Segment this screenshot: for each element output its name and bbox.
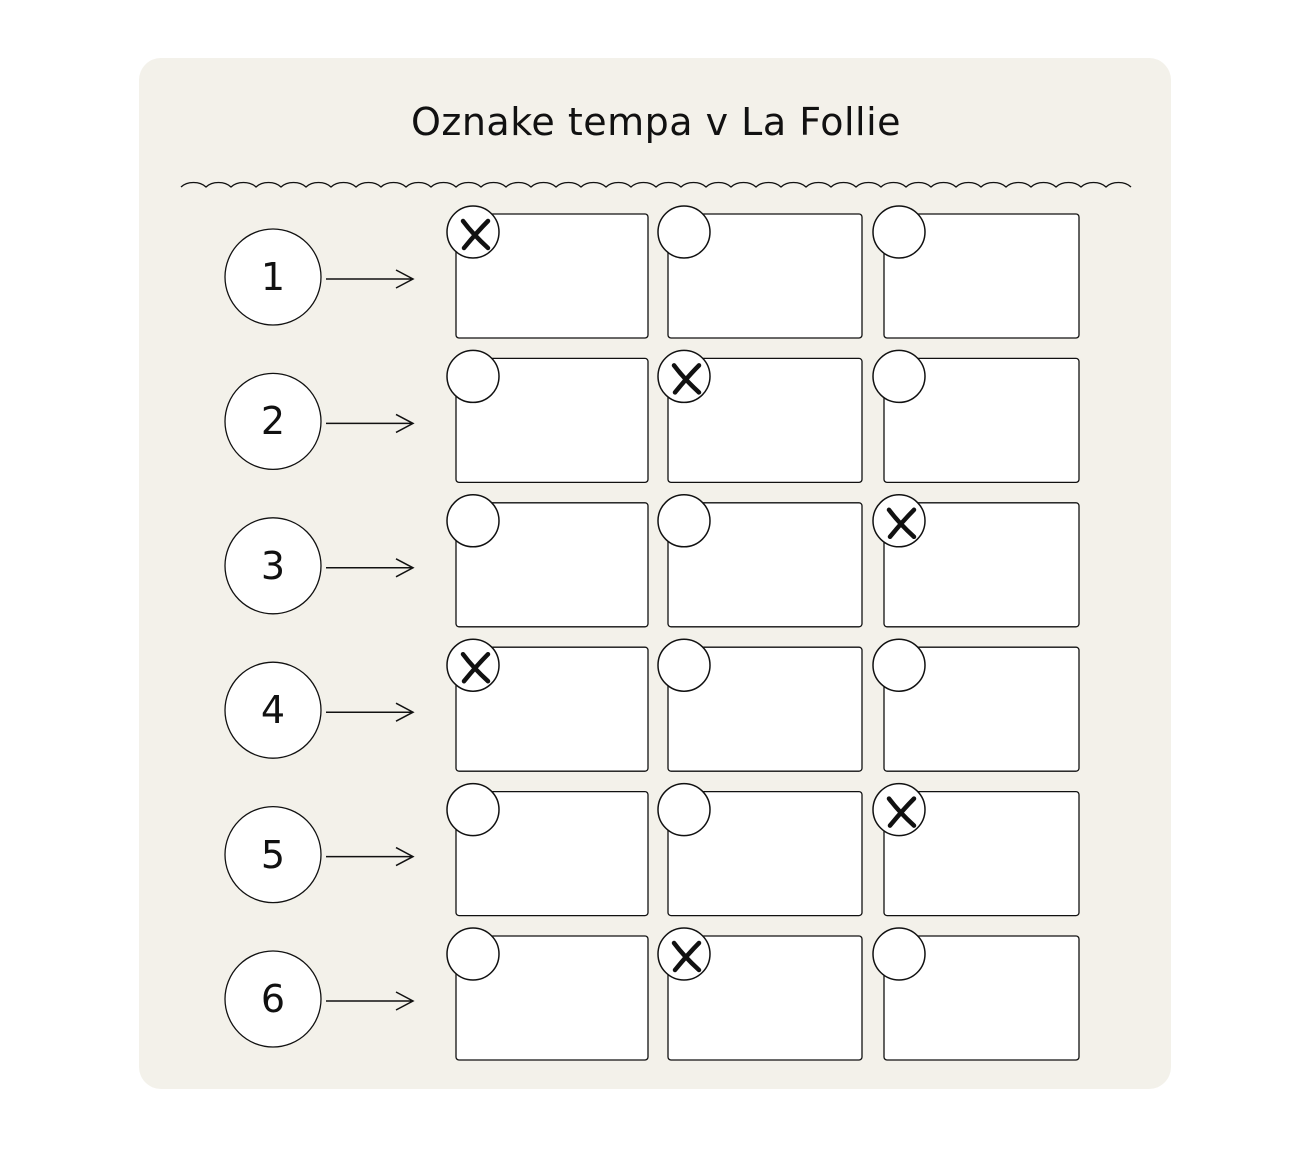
checkbox-circle[interactable] [872,927,926,981]
option-train[interactable] [872,349,1080,484]
checkbox-circle[interactable] [872,638,926,692]
checkbox-circle[interactable] [446,494,500,548]
picture-box [883,935,1080,1061]
picture-box [455,502,649,628]
picture-box [455,790,649,917]
arrow-icon [326,991,415,1011]
arrow-icon [326,269,415,289]
checkbox-circle[interactable] [446,782,500,837]
arrow-icon [326,702,415,722]
option-car[interactable] [657,782,863,917]
checkbox-circle[interactable] [657,782,711,837]
checkbox-circle[interactable] [657,638,711,692]
row-number: 4 [260,688,286,733]
picture-box [455,935,649,1061]
option-car[interactable] [657,927,863,1061]
picture-box [883,357,1080,484]
row-number-circle [224,805,322,904]
row-number: 5 [260,832,286,877]
picture-box [455,646,649,772]
row-number-circle [224,661,322,759]
picture-box [667,646,863,772]
picture-box [883,502,1080,628]
row-number: 3 [260,543,286,588]
picture-box [667,935,863,1061]
row-number-circle [224,228,322,326]
row-number-circle [224,372,322,471]
option-runner[interactable] [446,494,649,639]
option-car[interactable] [657,494,863,628]
row-number: 1 [260,255,286,299]
option-runner[interactable] [446,349,649,494]
arrow-icon [326,413,415,434]
picture-box [667,357,863,484]
picture-box [883,790,1080,917]
option-car[interactable] [657,205,863,339]
option-train[interactable] [872,927,1080,1061]
arrow-icon [326,846,415,867]
row-number-circle [224,517,322,615]
option-car[interactable] [657,349,863,484]
picture-box [667,213,863,339]
option-train[interactable] [872,782,1080,917]
option-runner[interactable] [446,205,649,350]
checkbox-circle[interactable] [872,349,926,404]
row-number: 6 [260,977,286,1021]
option-train[interactable] [872,494,1080,628]
row-number-circle [224,950,322,1048]
checkbox-circle[interactable] [446,349,500,404]
picture-box [883,213,1080,339]
option-train[interactable] [872,205,1080,339]
picture-box [455,213,649,339]
picture-box [667,790,863,917]
checkbox-circle[interactable] [657,205,711,259]
row-number: 2 [260,399,286,444]
checkbox-circle[interactable] [446,927,500,981]
arrow-icon [326,558,415,578]
option-runner[interactable] [446,638,649,783]
picture-box [667,502,863,628]
option-train[interactable] [872,638,1080,772]
checkbox-circle[interactable] [657,494,711,548]
page-title: Oznake tempa v La Follie [410,100,902,144]
option-car[interactable] [657,638,863,772]
checkbox-circle[interactable] [872,205,926,259]
picture-box [455,357,649,484]
option-runner[interactable] [446,782,649,928]
wavy-divider [180,181,1132,188]
picture-box [883,646,1080,772]
option-runner[interactable] [446,927,649,1072]
